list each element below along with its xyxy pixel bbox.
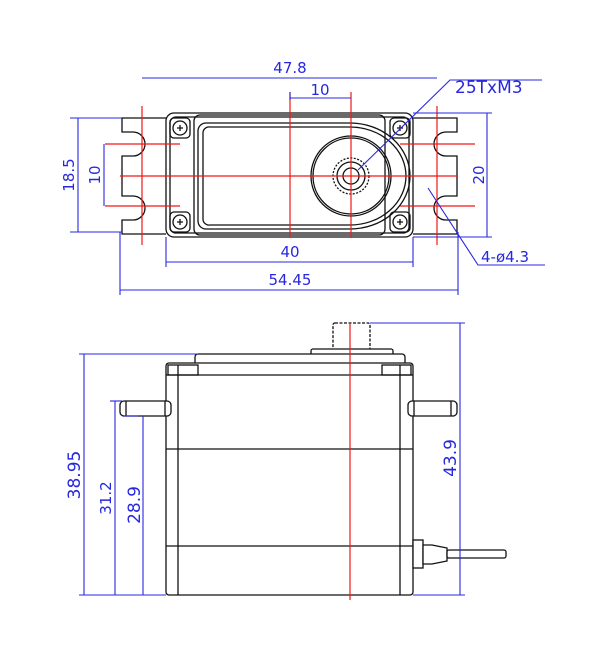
dim-54-45: 54.45 [269,271,312,289]
side-mount-tabs [119,400,458,417]
screw-icon [389,211,411,233]
dim-28-9: 28.9 [125,486,145,524]
dim-38-95: 38.95 [65,451,85,500]
side-view: 38.95 31.2 28.9 43.9 [65,322,507,600]
top-dimensions: 47.8 10 18.5 10 20 40 54.45 25TxM3 4-ø4.… [60,59,545,295]
screw-icon [169,211,191,233]
screw-icon [389,117,411,139]
side-body-outline [165,322,414,596]
dim-31-2: 31.2 [97,481,115,514]
dim-10-top: 10 [310,81,329,99]
cable-gland [412,539,507,569]
dim-47-8: 47.8 [273,59,306,77]
dim-20: 20 [470,165,488,184]
top-centerlines [105,92,475,245]
side-dimensions: 38.95 31.2 28.9 43.9 [65,322,465,596]
dim-10-left: 10 [86,165,104,184]
spline-label: 25TxM3 [455,78,523,98]
dim-40: 40 [280,243,299,261]
dim-43-9: 43.9 [441,439,461,477]
top-view: 47.8 10 18.5 10 20 40 54.45 25TxM3 4-ø4.… [60,59,545,295]
screw-icon [169,117,191,139]
screws [169,117,411,233]
hole-label: 4-ø4.3 [481,248,529,266]
dim-18-5: 18.5 [60,158,78,191]
